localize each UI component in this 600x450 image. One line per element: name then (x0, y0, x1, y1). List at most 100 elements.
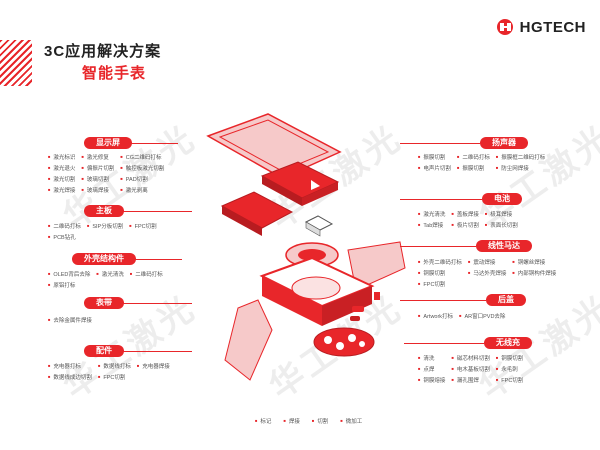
list-item: SIP分板切割 (87, 222, 123, 231)
process-legend: 标记 焊接 切割 微加工 (255, 417, 362, 425)
mainboard-part (220, 191, 294, 229)
label-motor: 线性马达 (476, 240, 532, 252)
battery-logo-mark (311, 180, 320, 190)
list-item: 偏振片切割 (81, 164, 115, 173)
button-part (352, 306, 364, 312)
list-item: FPC切割 (418, 280, 462, 289)
list-item: Tab焊接 (418, 221, 445, 230)
list-item: 激光清洗 (96, 270, 124, 279)
brand-name: HGTECH (519, 18, 586, 36)
list-item: 永毛刺 (496, 365, 523, 374)
list-item: 电木基板切割 (451, 365, 490, 374)
list-item: 振膜框二维码打标 (496, 153, 545, 162)
accessory-process-list: 充电器打标 数据线打标 充电器焊接 数据线成边切割 FPC切割 (48, 362, 170, 382)
header-stripe-decoration (0, 40, 32, 86)
list-item: 玻璃焊接 (81, 186, 114, 195)
label-backcover: 后盖 (486, 294, 526, 306)
watch-strap-bottom (224, 299, 273, 381)
watch-case-side (262, 276, 322, 326)
list-item: 二维码打标 (457, 153, 490, 162)
list-item: Artwork打标 (418, 312, 453, 321)
connector-line-wireless (404, 343, 484, 344)
list-item: 盖板焊接 (451, 210, 479, 219)
connector-line-display (116, 143, 178, 144)
list-item: OLED背后去除 (48, 270, 90, 279)
list-item: 激光清洗 (418, 210, 445, 219)
strap-process-list: 去除金属件焊接 (48, 316, 92, 325)
list-item: 充电器打标 (48, 362, 92, 371)
list-item: 震动焊接 (468, 258, 506, 267)
list-item: FPC切割 (98, 373, 131, 382)
list-item: 数据线打标 (98, 362, 131, 371)
connector-line-strap (112, 303, 192, 304)
list-item: 防尘网焊接 (496, 164, 545, 173)
label-speaker: 扬声器 (480, 137, 528, 149)
wireless-process-list: 清洗 磁芯材料切割 铜膜切割 点焊 电木基板切割 永毛刺 铜膜熔接 漏孔围焊 F… (418, 354, 523, 385)
list-item: 原铝打标 (48, 281, 90, 290)
list-item: 激光退火 (48, 164, 75, 173)
connector-line-backcover (400, 300, 486, 301)
list-item: 铜膜切割 (418, 269, 462, 278)
list-item: FPC切割 (129, 222, 157, 231)
back-cover-part (313, 327, 375, 357)
connector-line-speaker (400, 143, 480, 144)
list-item: PCB钻孔 (48, 233, 81, 242)
list-item: 激光切割 (48, 175, 75, 184)
legend-item-cutting: 切割 (312, 417, 328, 425)
watch-crown (374, 292, 380, 300)
list-item: 去除金属件焊接 (48, 316, 92, 325)
list-item: 铜膜熔接 (418, 376, 445, 385)
list-item: 激光焊接 (48, 186, 75, 195)
list-item: 振膜切割 (457, 164, 490, 173)
list-item: 振膜切割 (418, 153, 451, 162)
label-mainboard: 主板 (84, 205, 124, 217)
page-subtitle: 智能手表 (82, 65, 147, 82)
battery-side-2 (302, 182, 338, 206)
list-item: 触控板激光切割 (120, 164, 165, 173)
list-item: 漏孔围焊 (451, 376, 489, 385)
battery-side (262, 176, 302, 206)
list-item: 数据线成边切割 (48, 373, 92, 382)
list-item: 玻璃切割 (81, 175, 114, 184)
label-display: 显示屏 (84, 137, 132, 149)
list-item: 马达外壳焊接 (468, 269, 506, 278)
list-item: 点焊 (418, 365, 445, 374)
label-accessory: 配件 (84, 345, 124, 357)
case-window (291, 276, 341, 300)
speaker-process-list: 振膜切割 二维码打标 振膜框二维码打标 电声片切割 振膜切割 防尘网焊接 (418, 153, 545, 173)
label-battery: 电池 (482, 193, 522, 205)
list-item: 极耳焊接 (485, 210, 518, 219)
list-item: 铜膜切割 (496, 354, 523, 363)
watch-case-side-2 (322, 286, 372, 326)
list-item: FPC切割 (496, 376, 523, 385)
sensor-dot (336, 342, 344, 350)
connector-line-accessory (112, 351, 192, 352)
list-item: 清洗 (418, 354, 445, 363)
button-part-2 (350, 316, 360, 321)
list-item: 二维码打标 (48, 222, 81, 231)
list-item: 内部铜构件焊接 (512, 269, 557, 278)
label-frame: 外壳结构件 (72, 253, 136, 265)
display-process-list: 激光标识 激光修复 CG二维码打标 激光退火 偏振片切割 触控板激光切割 激光切… (48, 153, 164, 195)
list-item: 激光标识 (48, 153, 75, 162)
mainboard-side (222, 206, 262, 236)
legend-item-micromachining: 微加工 (340, 417, 363, 425)
list-item: 激光修复 (81, 153, 114, 162)
label-wireless: 无线充 (484, 337, 532, 349)
sensor-dot (348, 334, 356, 342)
connector-line-mainboard (112, 211, 192, 212)
backcover-process-list: Artwork打标 AR窗口PVD去除 (418, 312, 505, 321)
connector-line-battery (400, 199, 482, 200)
page-title: 3C应用解决方案 (44, 43, 162, 60)
connector-line-frame (126, 259, 182, 260)
list-item: AR窗口PVD去除 (459, 312, 505, 321)
mainboard-process-list: 二维码打标 SIP分板切割 FPC切割 PCB钻孔 (48, 222, 157, 242)
list-item: 外壳二维码打标 (418, 258, 462, 267)
list-item: 充电器焊接 (137, 362, 170, 371)
motor-process-list: 外壳二维码打标 震动焊接 铜螺丝焊接 铜膜切割 马达外壳焊接 内部铜构件焊接 F… (418, 258, 556, 289)
display-inner-frame (218, 119, 330, 172)
list-item: PAD切割 (120, 175, 164, 184)
list-item: 极片切割 (451, 221, 479, 230)
frame-process-list: OLED背后去除 激光清洗 二维码打标 原铝打标 (48, 270, 162, 290)
